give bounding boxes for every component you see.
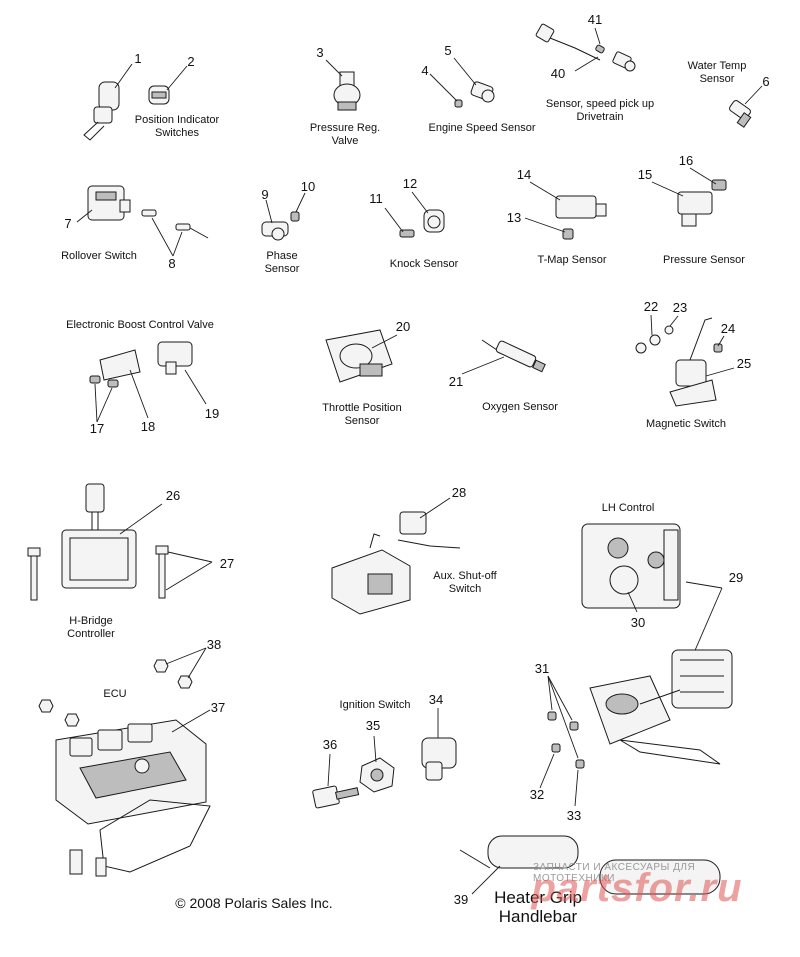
callout-35: 35 (365, 718, 381, 733)
callout-24: 24 (720, 321, 736, 336)
callout-32: 32 (529, 787, 545, 802)
callout-31: 31 (534, 661, 550, 676)
callout-39: 39 (453, 892, 469, 907)
callout-7: 7 (64, 216, 72, 231)
callout-21: 21 (448, 374, 464, 389)
part-handlebar-control-assembly (539, 649, 733, 807)
part-tmap-sensor (524, 181, 607, 240)
callout-17: 17 (89, 421, 105, 436)
part-water-temp-sensor (729, 85, 763, 128)
part-position-switch-2 (148, 65, 188, 105)
callout-11: 11 (369, 191, 383, 206)
label-throttle: Throttle Position Sensor (322, 402, 402, 427)
callout-4: 4 (421, 63, 429, 78)
label-tmap: T-Map Sensor (537, 254, 607, 266)
copyright-text: © 2008 Polaris Sales Inc. (175, 895, 333, 911)
label-ignition: Ignition Switch (339, 699, 411, 711)
part-pressure-reg-valve (325, 59, 361, 111)
label-oxygen: Oxygen Sensor (482, 401, 558, 413)
callout-18: 18 (140, 419, 156, 434)
part-lh-control (581, 523, 723, 663)
part-position-switch-1 (83, 63, 133, 141)
callout-8: 8 (168, 256, 176, 271)
callout-16: 16 (678, 153, 694, 168)
part-throttle-position-sensor (325, 329, 398, 383)
label-boost-valve: Electronic Boost Control Valve (66, 319, 214, 331)
label-pressure-reg: Pressure Reg. Valve (309, 122, 381, 147)
label-knock: Knock Sensor (389, 258, 459, 270)
callout-23: 23 (672, 300, 688, 315)
watermark-brand: partsfor.ru (531, 866, 743, 910)
callout-1: 1 (134, 51, 142, 66)
part-rollover-switch (76, 185, 209, 257)
callout-13: 13 (506, 210, 522, 225)
part-magnetic-switch (635, 314, 735, 407)
label-ecu: ECU (103, 688, 127, 700)
callout-10: 10 (300, 179, 316, 194)
label-engine-speed: Engine Speed Sensor (428, 122, 536, 134)
part-knock-sensor (384, 191, 445, 238)
label-pressure-sensor: Pressure Sensor (663, 254, 745, 266)
label-rollover: Rollover Switch (61, 250, 137, 262)
callout-22: 22 (643, 299, 659, 314)
part-pressure-sensor (651, 167, 727, 227)
part-hbridge-controller (27, 483, 213, 601)
label-heater-grip: Heater Grip Handlebar (494, 888, 582, 926)
label-magnetic: Magnetic Switch (645, 418, 727, 430)
callout-30: 30 (630, 615, 646, 630)
label-aux-shutoff: Aux. Shut-off Switch (433, 570, 497, 595)
part-boost-control-valve (89, 341, 207, 423)
callout-5: 5 (444, 43, 452, 58)
part-ecu (38, 647, 211, 877)
part-aux-shutoff-switch (331, 497, 461, 615)
callout-33: 33 (566, 808, 582, 823)
part-heater-grip (459, 835, 721, 895)
callout-25: 25 (736, 356, 752, 371)
label-water-temp: Water Temp Sensor (687, 60, 747, 85)
callout-19: 19 (204, 406, 220, 421)
callout-20: 20 (395, 319, 411, 334)
label-phase: Phase Sensor (264, 250, 300, 275)
label-speed-pickup: Sensor, speed pick up Drivetrain (545, 98, 655, 123)
callout-27: 27 (219, 556, 235, 571)
part-engine-speed-sensor (429, 57, 495, 108)
callout-12: 12 (402, 176, 418, 191)
part-ignition-switch (312, 708, 457, 809)
callout-3: 3 (316, 45, 324, 60)
callout-15: 15 (637, 167, 653, 182)
label-lh-control: LH Control (601, 502, 655, 514)
callout-2: 2 (187, 54, 195, 69)
label-position-indicator: Position Indicator Switches (134, 114, 220, 139)
callout-28: 28 (451, 485, 467, 500)
label-hbridge: H-Bridge Controller (67, 615, 115, 640)
callout-37: 37 (210, 700, 226, 715)
callout-36: 36 (322, 737, 338, 752)
part-speed-pickup-sensor (535, 23, 636, 72)
callout-9: 9 (261, 187, 269, 202)
callout-41: 41 (587, 12, 603, 27)
callout-40: 40 (550, 66, 566, 81)
part-oxygen-sensor (461, 339, 546, 375)
callout-34: 34 (428, 692, 444, 707)
callout-38: 38 (206, 637, 222, 652)
callout-26: 26 (165, 488, 181, 503)
callout-29: 29 (728, 570, 744, 585)
watermark-tagline: ЗАПЧАСТИ И АКСЕСУАРЫ ДЛЯ МОТОТЕХНИКИ (533, 862, 696, 884)
part-phase-sensor (261, 192, 306, 241)
callout-6: 6 (762, 74, 770, 89)
callout-14: 14 (516, 167, 532, 182)
